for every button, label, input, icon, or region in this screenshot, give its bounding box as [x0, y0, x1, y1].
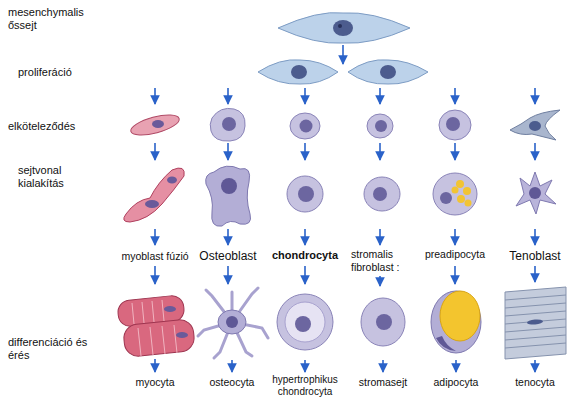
committed-cell [129, 108, 560, 141]
cell-label: Tenoblast [509, 249, 560, 263]
cell-label: tenocyta [515, 376, 555, 389]
cell-label: Osteoblast [199, 249, 256, 263]
row-label: elköteleződés [8, 120, 75, 133]
cell-label: chondrocyta [272, 249, 338, 262]
cell-label: stromalis fibroblast : [351, 248, 413, 273]
process-arrow [155, 45, 535, 372]
cell-label: adipocyta [434, 376, 479, 389]
cell-label: osteocyta [210, 376, 255, 389]
cell-label: preadipocyta [425, 248, 485, 261]
cell-label: myoblast fúzió [121, 250, 188, 263]
stem-cell [278, 13, 410, 44]
cell-label: hypertrophikus chondrocyta [263, 374, 347, 398]
row-label: mesenchymalis őssejt [8, 6, 88, 32]
row-label: differenciáció és érés [8, 336, 104, 362]
row-label: sejtvonal kialakítás [18, 164, 90, 190]
cell-label: myocyta [135, 376, 174, 389]
lineage-cell [124, 166, 556, 226]
mature-cell [117, 287, 566, 359]
cell-label: stromasejt [359, 376, 407, 389]
row-label: proliferáció [18, 66, 72, 79]
